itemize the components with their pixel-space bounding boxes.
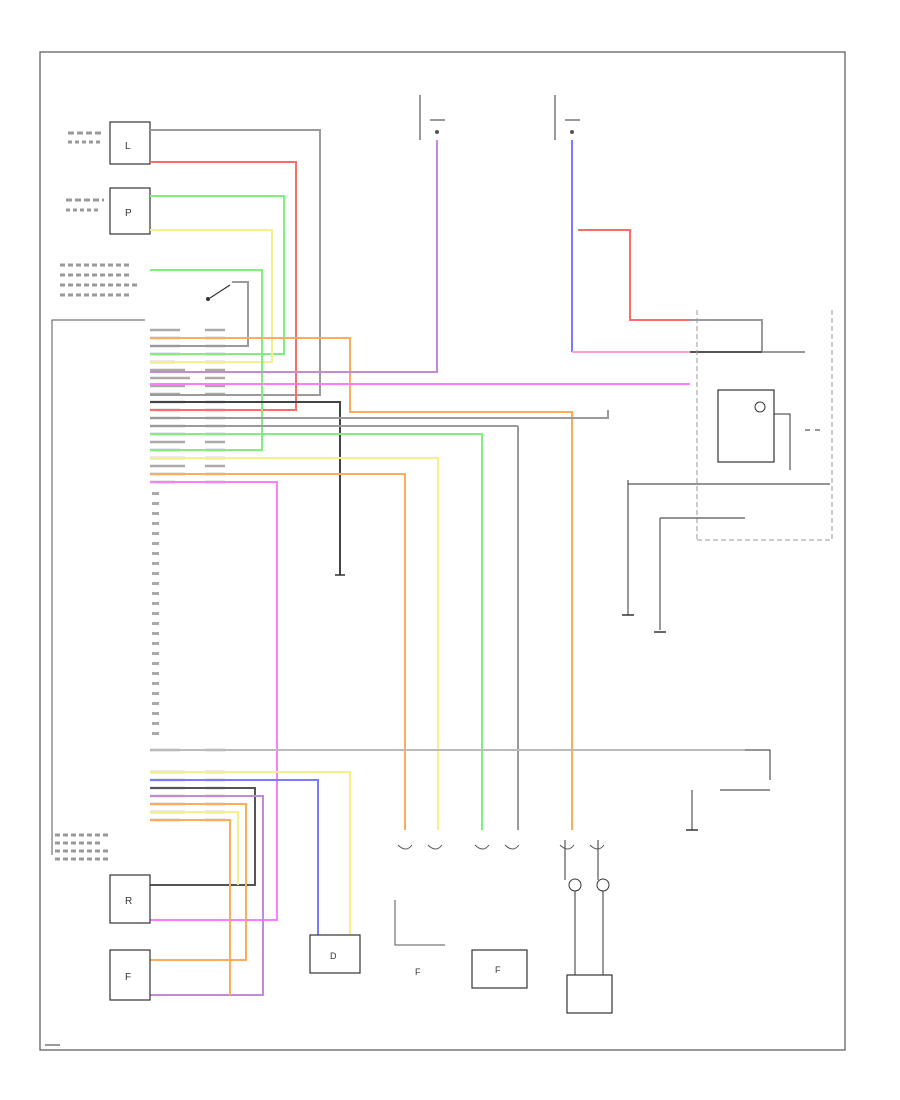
left-rear-sensor: L	[68, 121, 151, 165]
airbag-module	[627, 310, 833, 630]
left-front-sensor: F	[394, 900, 445, 977]
right-rear-sensor-symbol: R	[125, 896, 132, 907]
connector-stubs	[397, 844, 605, 850]
front-sensor: F	[109, 949, 151, 1001]
driver-front-sensor: D	[309, 934, 361, 974]
fuse-right	[554, 95, 580, 140]
bottom-left-labels	[55, 833, 110, 861]
main-connector-pins	[150, 328, 225, 822]
right-front-sensor: F	[471, 949, 528, 989]
diagram-frame	[39, 51, 846, 1051]
passenger-sensor: P	[66, 187, 151, 235]
ground-right	[622, 614, 666, 633]
passenger-sensor-symbol: P	[125, 208, 132, 219]
right-rear-sensor: R	[109, 874, 151, 924]
left-rear-sensor-symbol: L	[125, 141, 131, 152]
right-front-sensor-symbol: F	[495, 965, 501, 975]
seatbelt-switch	[60, 263, 231, 301]
driver-front-sensor-symbol: D	[330, 951, 337, 961]
diagnostic-connector	[686, 749, 771, 831]
left-front-sensor-symbol: F	[415, 967, 421, 977]
steering-clock-spring	[564, 840, 613, 1014]
wires	[150, 129, 805, 996]
front-sensor-symbol: F	[125, 972, 131, 983]
fuse-left	[419, 95, 445, 140]
